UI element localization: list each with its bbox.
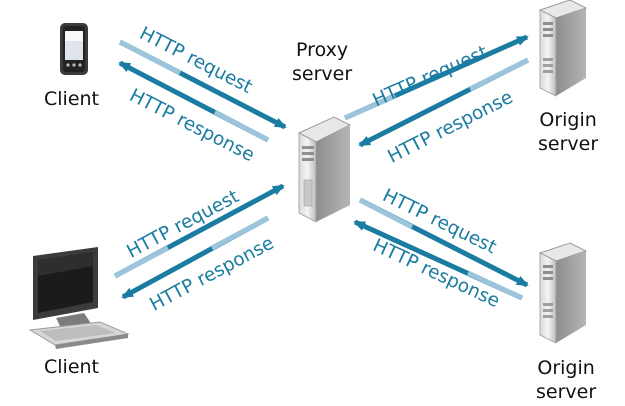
- request-arrow-tail-light: [343, 93, 397, 121]
- link-proxy-origin-top: [343, 34, 530, 148]
- client-desktop-label: Client: [44, 356, 100, 378]
- request-arrow-tail-light: [358, 197, 414, 230]
- request-arrow-tail-light: [113, 245, 170, 279]
- link-proxy-origin-bottom: [353, 197, 529, 301]
- link-phone-proxy: [118, 39, 287, 143]
- origin-server-bottom-label: Origin server: [536, 357, 597, 403]
- desktop-computer-icon: [28, 247, 130, 349]
- smartphone-icon: [60, 23, 88, 75]
- link-desktop-proxy: [113, 183, 285, 300]
- origin-server-top-icon: [538, 0, 588, 97]
- proxy-server-icon: [297, 116, 352, 223]
- response-arrow-tail-light: [210, 215, 270, 251]
- client-phone-label: Client: [44, 88, 100, 110]
- origin-server-bottom-icon: [538, 242, 588, 344]
- proxy-server-label: Proxy server: [292, 39, 353, 85]
- response-arrow-tail-light: [468, 57, 530, 92]
- request-arrow-tail-light: [118, 39, 182, 76]
- response-arrow-tail-light: [466, 270, 524, 301]
- response-arrow-tail-light: [213, 109, 270, 143]
- origin-server-top-label: Origin server: [538, 109, 599, 155]
